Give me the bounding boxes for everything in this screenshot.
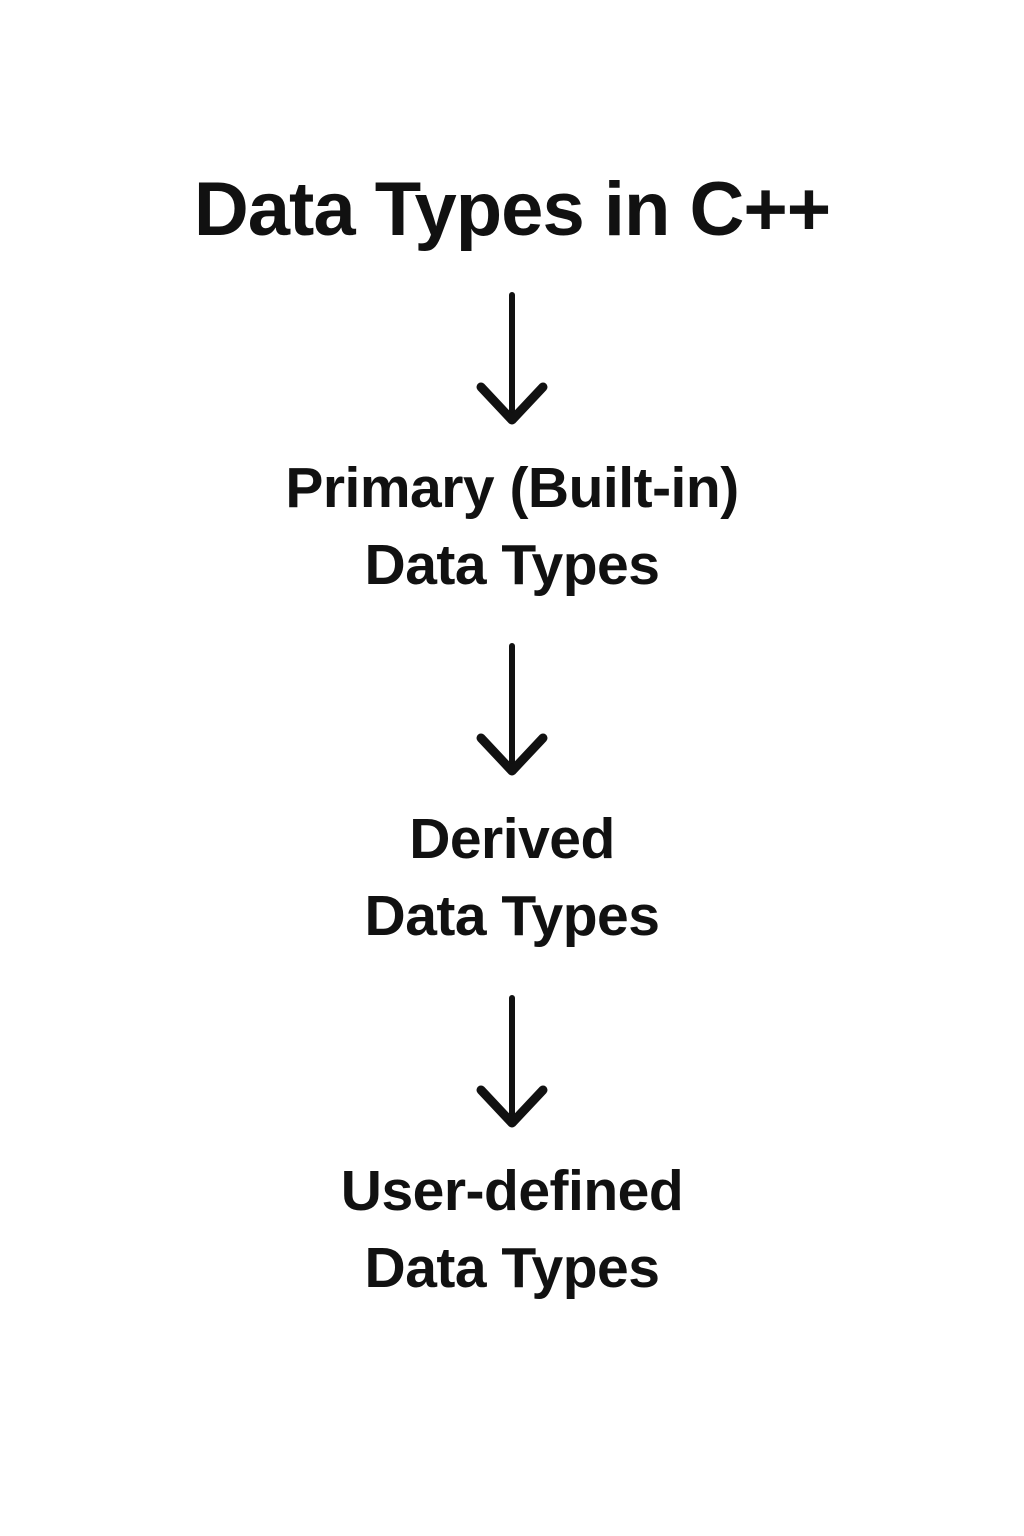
down-arrow-icon (476, 291, 548, 425)
node-label-line: Primary (Built-in) (285, 455, 739, 520)
node-derived: Derived Data Types (365, 801, 660, 955)
node-label-line: Data Types (364, 1236, 660, 1301)
node-label-line: Derived (409, 807, 615, 872)
node-label-line: Data Types (364, 884, 660, 949)
node-primary-builtin: Primary (Built-in) Data Types (285, 450, 739, 604)
diagram-title: Data Types in C++ (193, 167, 831, 252)
node-user-defined: User-defined Data Types (340, 1153, 684, 1307)
node-label-line: Data Types (364, 532, 660, 597)
node-label-line: User-defined (340, 1159, 684, 1224)
down-arrow-icon (476, 643, 548, 776)
down-arrow-icon (476, 995, 548, 1128)
